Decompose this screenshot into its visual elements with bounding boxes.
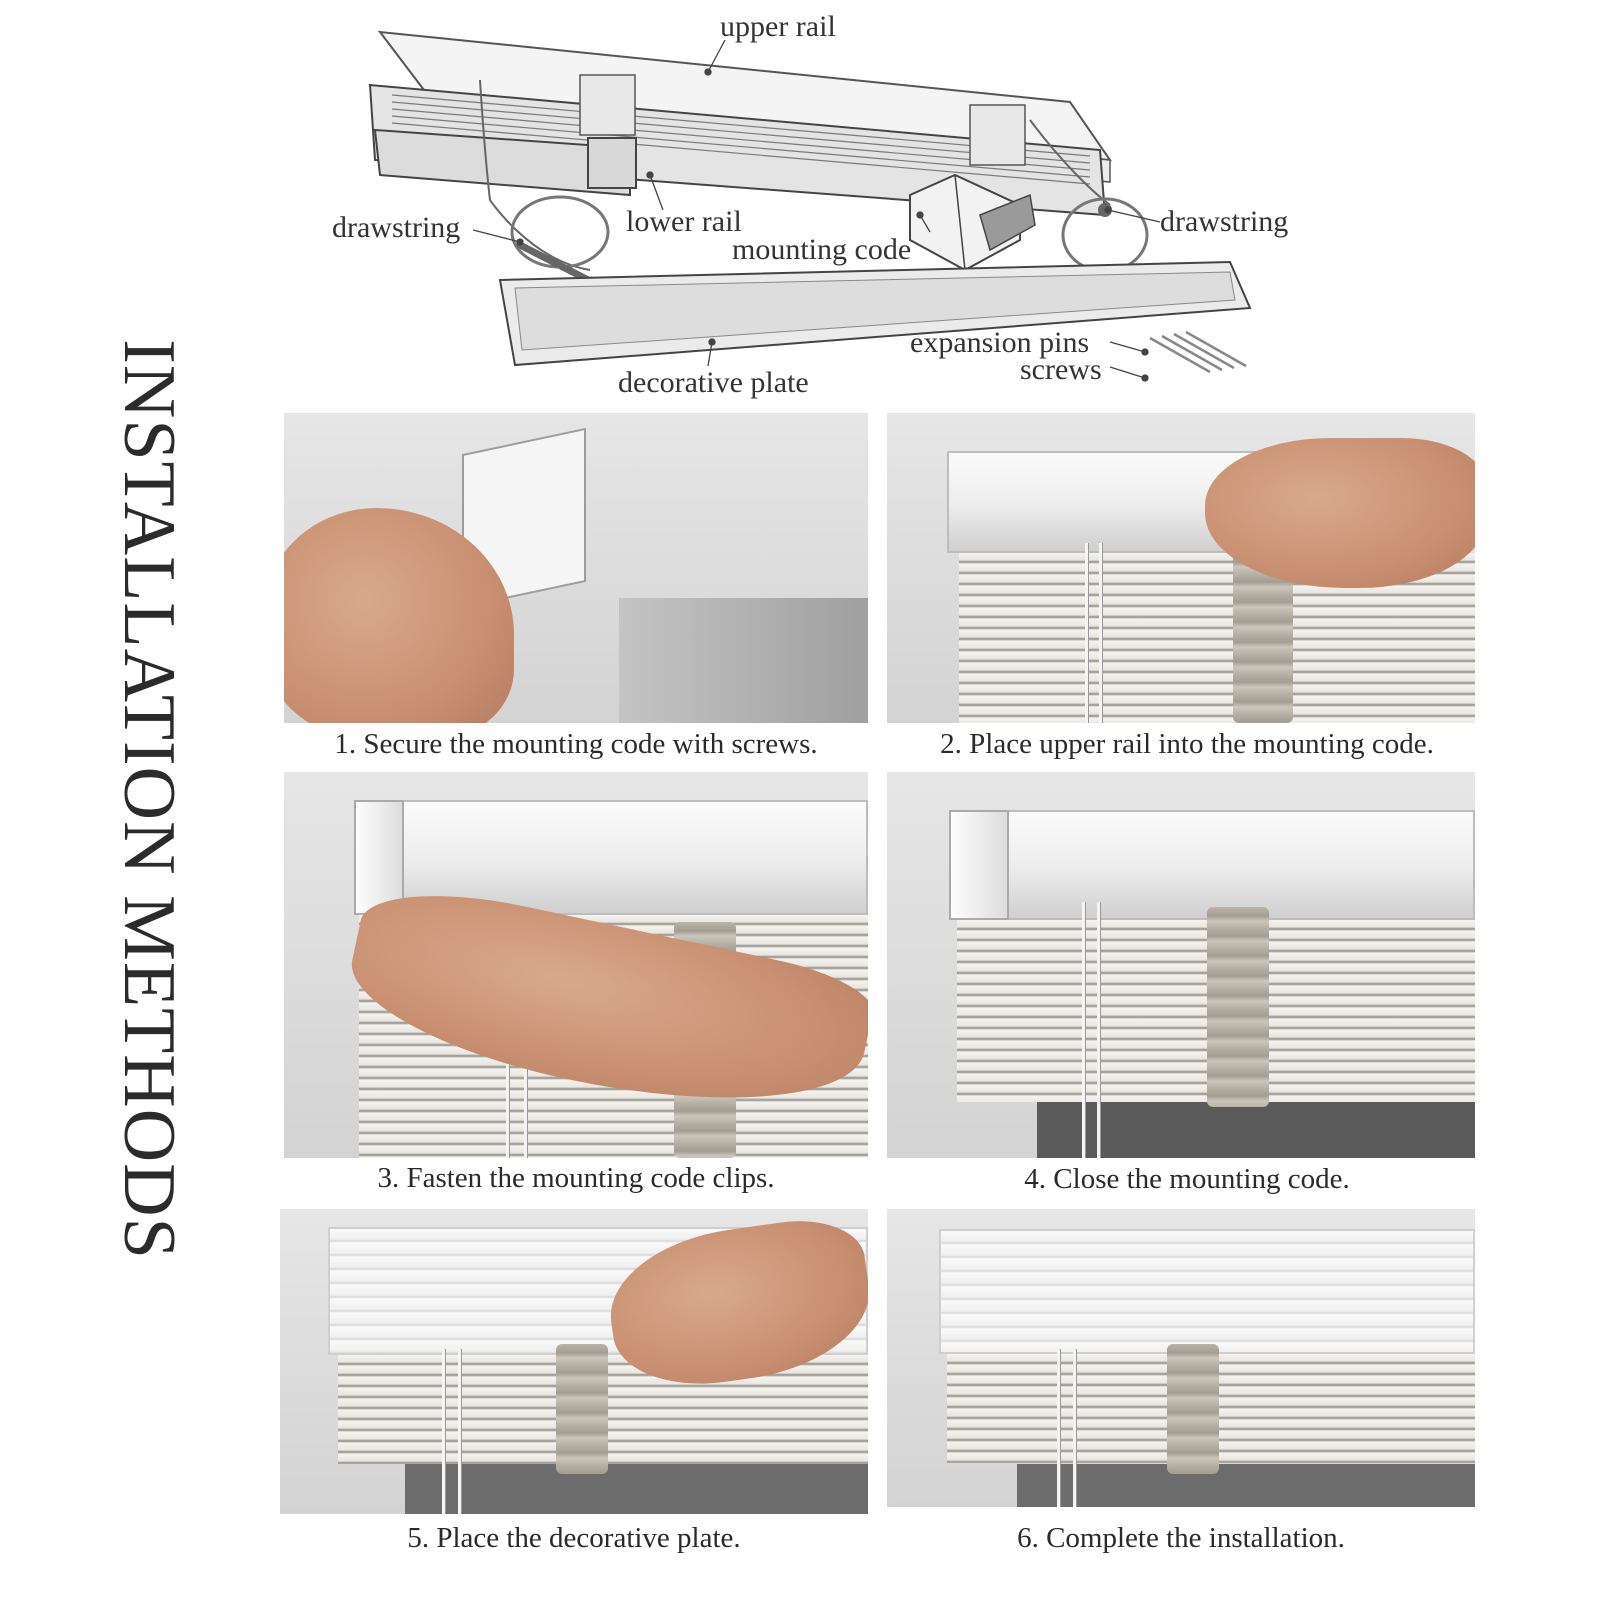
cord <box>1057 1349 1060 1507</box>
step-5-caption: 5. Place the decorative plate. <box>407 1522 741 1554</box>
step-1-photo <box>284 413 868 723</box>
label-upper-rail: upper rail <box>720 10 836 43</box>
step-2-photo <box>887 413 1475 723</box>
mounting-code-closed <box>949 810 1009 920</box>
cord <box>506 1022 509 1158</box>
step-1-caption: 1. Secure the mounting code with screws. <box>334 728 818 760</box>
mounting-code-clip <box>354 800 404 915</box>
page-title: INSTALLATION METHODS <box>52 284 244 1314</box>
ladder-tape <box>1167 1344 1219 1474</box>
label-drawstring-left: drawstring <box>332 211 461 244</box>
ladder-tape <box>556 1344 608 1474</box>
step-3-photo <box>284 772 868 1158</box>
window-recess <box>1037 1102 1475 1158</box>
parts-diagram-illustration <box>368 30 1252 382</box>
cord <box>1082 902 1085 1158</box>
window-recess <box>1017 1464 1475 1507</box>
decorative-plate <box>939 1229 1475 1354</box>
window-recess <box>619 598 868 723</box>
ladder-tape <box>1233 553 1293 723</box>
parts-diagram: upper rail drawstring lower rail mountin… <box>330 10 1350 405</box>
step-5-photo <box>280 1209 868 1514</box>
label-decorative-plate: decorative plate <box>618 366 809 399</box>
step-6-caption: 6. Complete the installation. <box>1017 1522 1345 1554</box>
step-3-caption: 3. Fasten the mounting code clips. <box>377 1162 775 1194</box>
ladder-tape <box>1207 907 1269 1107</box>
label-expansion-pins: expansion pins <box>910 326 1090 359</box>
step-2-caption: 2. Place upper rail into the mounting co… <box>940 728 1434 760</box>
cord <box>1097 902 1100 1158</box>
cord <box>524 1022 527 1158</box>
label-mounting-code: mounting code <box>732 233 912 266</box>
label-drawstring-right: drawstring <box>1160 205 1289 238</box>
step-4-caption: 4. Close the mounting code. <box>1024 1163 1350 1195</box>
step-4-photo <box>887 772 1475 1158</box>
step-6-photo <box>887 1209 1475 1507</box>
label-screws: screws <box>1020 353 1102 386</box>
cord <box>458 1349 461 1514</box>
cord <box>442 1349 445 1514</box>
cord <box>1099 543 1102 723</box>
page-title-text: INSTALLATION METHODS <box>107 338 190 1260</box>
cord <box>1073 1349 1076 1507</box>
upper-rail <box>949 810 1475 920</box>
window-recess <box>405 1464 868 1514</box>
hand <box>1205 438 1475 588</box>
cord <box>1085 543 1088 723</box>
label-lower-rail: lower rail <box>626 205 742 238</box>
